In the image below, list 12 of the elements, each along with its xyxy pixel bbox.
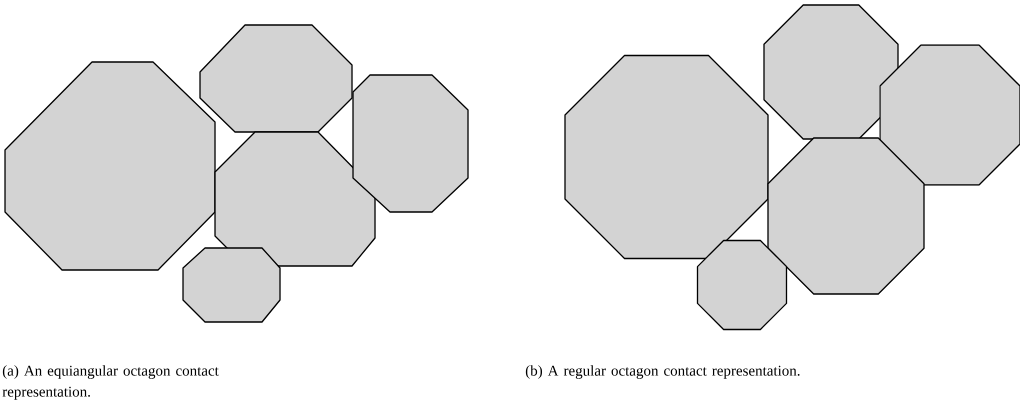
octagon: [4, 61, 216, 271]
octagon: [767, 137, 925, 295]
octagon: [696, 239, 788, 331]
octagon: [564, 54, 769, 260]
octagon: [763, 4, 899, 140]
octagon: [199, 24, 353, 133]
octagon: [352, 74, 469, 213]
octagon: [182, 247, 281, 323]
octagon: [214, 131, 376, 267]
caption: (a) An equiangular octagon contact representation.: [2, 365, 219, 400]
caption: (b) A regular octagon contact representation.: [525, 365, 800, 379]
octagon: [879, 44, 1020, 186]
